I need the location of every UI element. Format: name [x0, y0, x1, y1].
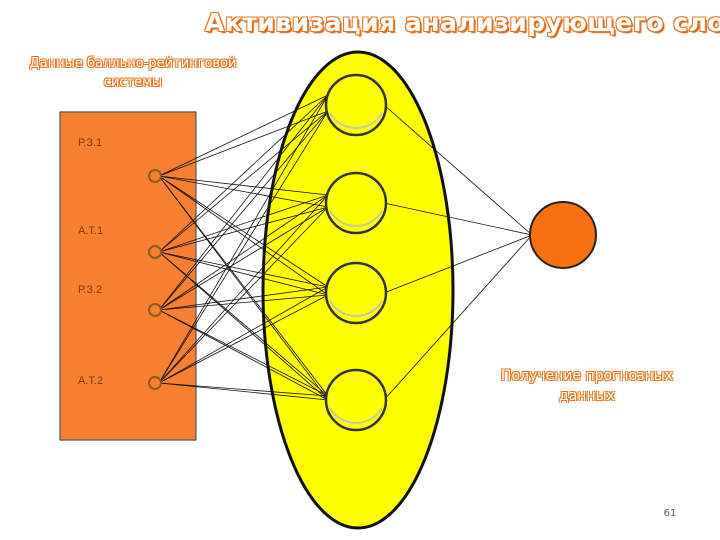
edge-input-2-hidden-3 [158, 251, 329, 288]
edge-hidden-4-output [383, 234, 533, 401]
edge-input-1-hidden-1-b [158, 110, 329, 177]
edge-hidden-3-output [383, 234, 533, 294]
edge-input-4-hidden-3 [158, 286, 329, 384]
edge-input-2-hidden-1 [158, 94, 329, 253]
edge-input-1-hidden-1 [158, 94, 329, 177]
input-block [59, 111, 197, 441]
hidden-neuron-2 [324, 171, 388, 235]
input-neuron-2 [148, 245, 162, 259]
page-title: Активизация анализирующего слоя [205, 8, 720, 37]
edge-input-1-hidden-3-b [158, 175, 329, 296]
input-neurons [148, 169, 162, 390]
edge-input-3-hidden-2 [158, 194, 329, 311]
input-label-3: Р.З.2 [78, 284, 102, 296]
input-neuron-4 [148, 376, 162, 390]
edge-input-3-hidden-4 [158, 309, 329, 397]
edge-input-3-hidden-3-b [158, 294, 329, 311]
edge-input-2-hidden-3-b [158, 251, 329, 296]
input-block-heading: Данные балльно-рейтинговой системы [29, 56, 237, 90]
edge-input-1-hidden-2 [158, 175, 329, 196]
hidden-neuron-shadow-4 [329, 407, 383, 425]
edge-input-3-hidden-4-b [158, 309, 329, 401]
edge-input-4-hidden-1-b [158, 110, 329, 384]
input-label-1: Р.З.1 [78, 137, 102, 149]
hidden-neuron-shadow-1 [329, 112, 383, 130]
edge-input-1-hidden-2-b [158, 175, 329, 208]
edge-input-3-hidden-2-b [158, 206, 329, 311]
input-label-4: А.Т.2 [78, 375, 103, 387]
output-neuron [529, 201, 597, 269]
edge-input-2-hidden-4 [158, 251, 329, 397]
edge-input-3-hidden-1-b [158, 110, 329, 311]
edge-hidden-1-output [383, 104, 533, 236]
edge-input-4-hidden-4 [158, 382, 329, 397]
hidden-neuron-4 [324, 368, 388, 432]
edge-hidden-2-output [383, 202, 533, 236]
edge-input-4-hidden-2 [158, 194, 329, 384]
edge-input-2-hidden-1-b [158, 110, 329, 253]
edge-input-3-hidden-3 [158, 286, 329, 311]
hidden-neuron-shadow-3 [329, 300, 383, 318]
output-label: Получение прогнозных данных [500, 368, 674, 404]
edge-input-1-hidden-3 [158, 175, 329, 288]
page-number: 61 [663, 508, 677, 519]
hidden-neuron-shadow-2 [329, 210, 383, 228]
input-label-2: А.Т.1 [78, 225, 103, 237]
edge-input-4-hidden-3-b [158, 294, 329, 384]
edge-input-3-hidden-1 [158, 94, 329, 311]
hidden-neuron-1 [324, 73, 388, 137]
edge-input-2-hidden-2 [158, 194, 329, 253]
edge-input-4-hidden-2-b [158, 206, 329, 384]
edge-input-1-hidden-4-b [158, 175, 329, 401]
edge-input-1-hidden-4 [158, 175, 329, 397]
hidden-neuron-3 [324, 261, 388, 325]
hidden-neurons [324, 73, 388, 432]
edge-input-4-hidden-4-b [158, 382, 329, 401]
edge-input-4-hidden-1 [158, 94, 329, 384]
input-neuron-3 [148, 303, 162, 317]
input-neuron-1 [148, 169, 162, 183]
connections [158, 94, 533, 401]
